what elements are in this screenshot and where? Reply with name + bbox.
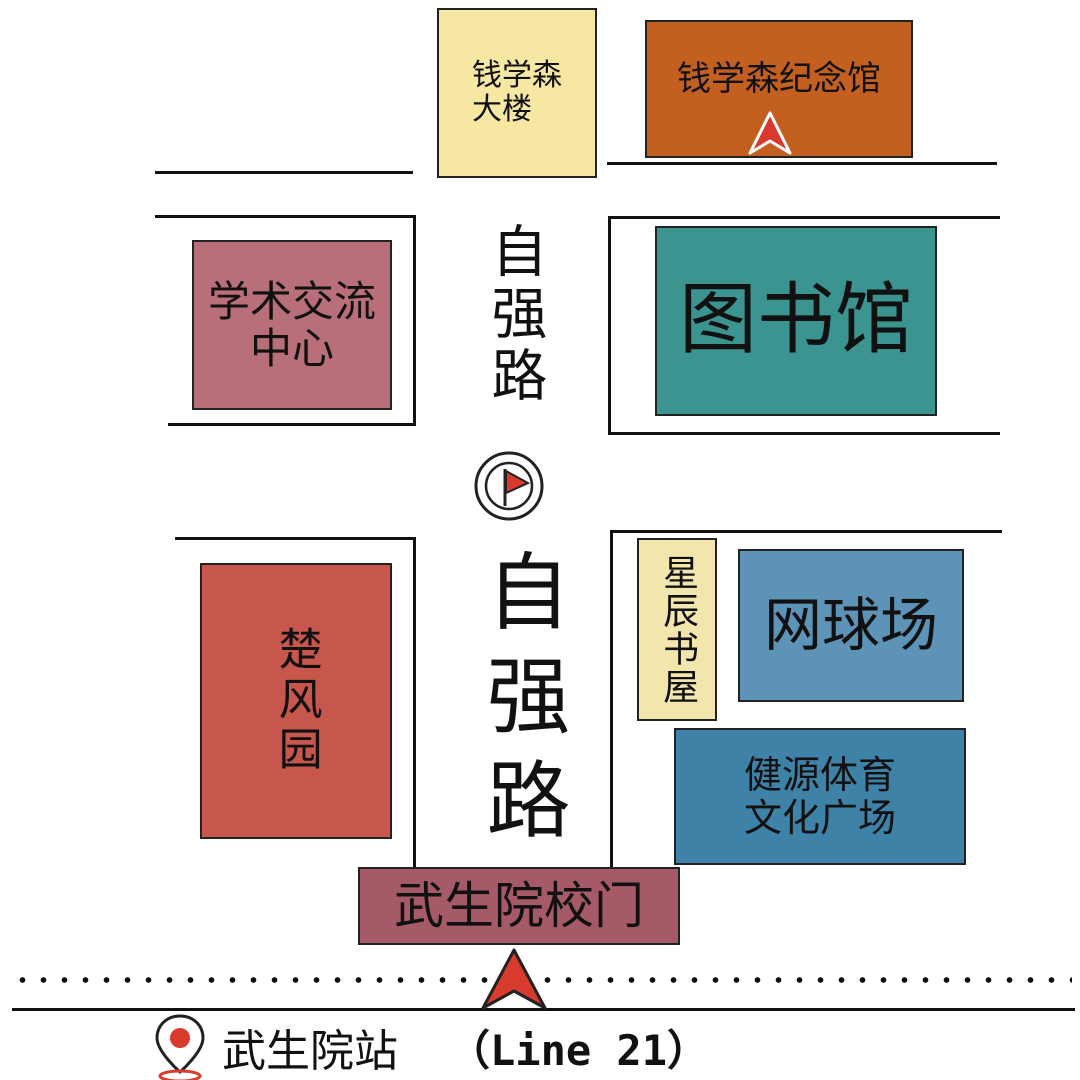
map-pin-icon (155, 1014, 205, 1080)
road-edge (608, 432, 1000, 435)
road-edge (608, 216, 611, 434)
school-gate[interactable]: 武生院校门 (358, 867, 680, 945)
road-edge (175, 537, 415, 540)
road-edge (168, 423, 416, 426)
station-line: （Line 21） (448, 1025, 710, 1075)
chufeng-garden-label: 楚风园 (270, 626, 322, 776)
red-arrow-icon (748, 111, 792, 155)
rail-line (12, 976, 1072, 984)
qian-building[interactable]: 钱学森 大楼 (437, 8, 597, 178)
library-label: 图书馆 (678, 275, 913, 366)
road-label-lower: 自强路 (473, 548, 571, 860)
road-edge (607, 162, 997, 165)
tennis-court[interactable]: 网球场 (738, 549, 964, 702)
school-gate-label: 武生院校门 (394, 877, 644, 935)
qian-memorial-label: 钱学森纪念馆 (677, 59, 881, 99)
xingchen-bookstore[interactable]: 星辰书屋 (637, 538, 717, 721)
jianyuan-plaza[interactable]: 健源体育 文化广场 (674, 728, 966, 865)
road-edge (155, 171, 413, 174)
flag-compass-icon (474, 451, 544, 521)
qian-building-label: 钱学森 大楼 (472, 58, 562, 127)
xingchen-bookstore-label: 星辰书屋 (657, 553, 699, 706)
academic-center[interactable]: 学术交流 中心 (192, 240, 392, 410)
road-edge (610, 530, 1002, 533)
road-label-upper: 自强路 (482, 222, 547, 408)
academic-center-label: 学术交流 中心 (207, 276, 376, 373)
road-edge (413, 537, 416, 867)
road-edge (12, 1008, 1075, 1011)
tennis-court-label: 网球场 (763, 591, 938, 660)
library[interactable]: 图书馆 (655, 226, 937, 416)
station-name: 武生院站 (222, 1026, 398, 1077)
road-edge (413, 215, 416, 425)
road-edge (608, 216, 1000, 219)
road-edge (155, 215, 415, 218)
road-edge (610, 530, 613, 867)
station-label: 武生院站 （Line 21） (222, 1014, 822, 1080)
red-arrow-icon (481, 948, 547, 1010)
jianyuan-plaza-label: 健源体育 文化广场 (743, 752, 896, 840)
chufeng-garden[interactable]: 楚风园 (200, 563, 392, 839)
